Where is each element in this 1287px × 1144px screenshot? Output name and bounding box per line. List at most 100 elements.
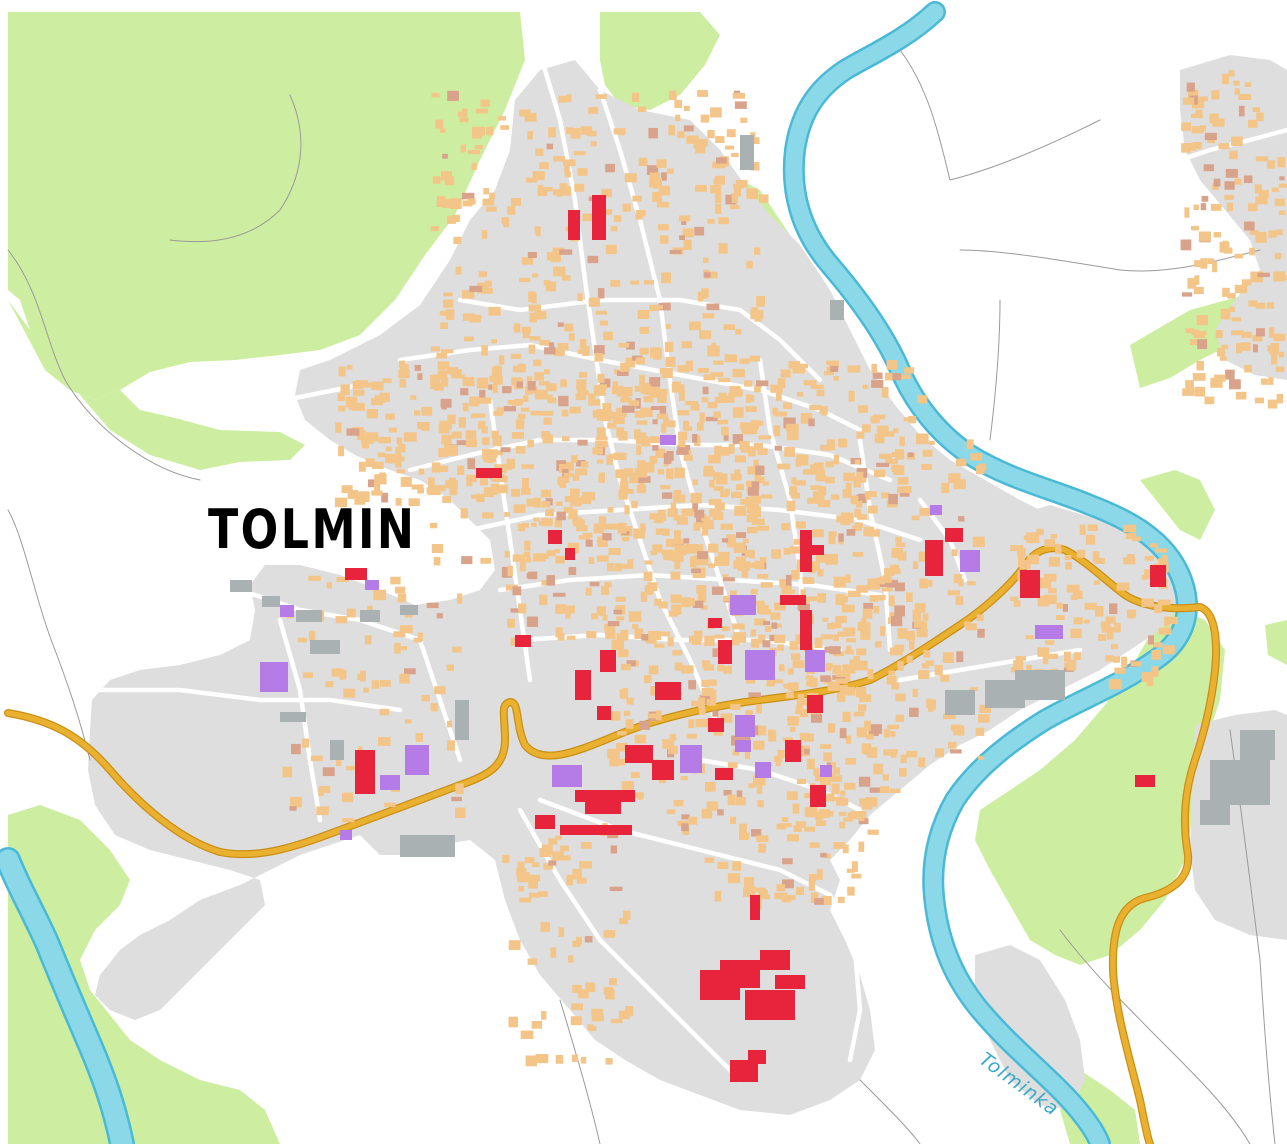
house bbox=[1191, 126, 1204, 134]
house bbox=[456, 440, 467, 446]
house bbox=[786, 574, 792, 586]
house bbox=[539, 848, 551, 857]
house bbox=[1010, 596, 1018, 602]
house bbox=[1194, 386, 1206, 397]
house bbox=[1048, 557, 1060, 567]
house bbox=[717, 558, 730, 566]
house bbox=[528, 879, 538, 889]
industrial-building bbox=[230, 580, 252, 592]
house bbox=[1236, 343, 1242, 354]
house bbox=[912, 688, 918, 698]
forest-areas bbox=[8, 12, 1287, 1144]
house bbox=[546, 252, 554, 261]
house bbox=[658, 601, 668, 609]
house bbox=[1257, 272, 1270, 278]
house bbox=[658, 631, 671, 636]
house bbox=[525, 557, 532, 563]
house bbox=[513, 504, 526, 513]
house bbox=[565, 610, 571, 619]
house bbox=[340, 384, 350, 396]
house bbox=[612, 417, 625, 424]
house bbox=[588, 196, 595, 201]
road bbox=[1207, 397, 1278, 703]
house bbox=[421, 422, 430, 431]
house bbox=[290, 796, 302, 808]
house bbox=[622, 387, 633, 397]
house bbox=[519, 897, 532, 903]
house bbox=[713, 411, 721, 419]
house bbox=[436, 352, 447, 359]
house bbox=[908, 416, 917, 424]
house bbox=[635, 214, 643, 220]
house bbox=[697, 551, 708, 560]
house bbox=[411, 484, 424, 490]
house bbox=[528, 571, 538, 580]
house bbox=[353, 390, 365, 396]
public-building bbox=[748, 1050, 766, 1064]
house bbox=[500, 125, 510, 130]
house bbox=[397, 593, 407, 603]
house bbox=[978, 714, 990, 723]
house bbox=[1204, 132, 1217, 141]
house bbox=[774, 892, 788, 900]
house bbox=[579, 861, 593, 869]
house bbox=[797, 694, 805, 705]
house bbox=[758, 843, 767, 853]
house bbox=[754, 471, 761, 482]
house bbox=[493, 437, 502, 444]
house bbox=[572, 475, 580, 481]
house bbox=[739, 832, 750, 840]
house bbox=[832, 665, 842, 675]
house bbox=[455, 783, 464, 795]
house bbox=[504, 511, 510, 517]
house bbox=[567, 955, 574, 963]
house bbox=[749, 355, 761, 362]
house bbox=[681, 219, 687, 226]
house bbox=[704, 272, 711, 278]
commercial-building bbox=[820, 765, 832, 777]
house bbox=[539, 594, 548, 606]
house bbox=[539, 162, 549, 170]
house bbox=[1198, 231, 1211, 242]
house bbox=[1093, 580, 1101, 585]
house bbox=[618, 128, 626, 136]
house bbox=[815, 475, 827, 482]
house bbox=[605, 244, 617, 255]
house bbox=[676, 516, 688, 525]
house bbox=[725, 194, 737, 205]
house bbox=[1187, 278, 1197, 289]
house bbox=[360, 382, 372, 388]
house bbox=[665, 356, 676, 368]
house bbox=[555, 501, 563, 506]
house bbox=[919, 507, 933, 516]
house bbox=[1037, 596, 1049, 607]
house bbox=[718, 243, 728, 254]
house bbox=[756, 704, 762, 714]
house bbox=[598, 384, 607, 390]
house bbox=[777, 749, 785, 758]
house bbox=[794, 480, 806, 486]
house bbox=[506, 458, 515, 469]
house bbox=[685, 400, 698, 406]
house bbox=[546, 550, 556, 557]
public-building bbox=[535, 815, 555, 829]
house bbox=[867, 668, 874, 680]
industrial-building bbox=[455, 700, 469, 740]
house bbox=[690, 403, 700, 411]
house bbox=[701, 688, 715, 697]
house bbox=[696, 516, 704, 523]
house bbox=[637, 106, 647, 112]
house bbox=[615, 469, 628, 479]
house bbox=[510, 488, 520, 497]
house bbox=[852, 525, 862, 531]
house bbox=[352, 402, 365, 411]
house bbox=[616, 407, 627, 417]
house bbox=[746, 562, 757, 568]
house bbox=[714, 634, 725, 639]
house bbox=[817, 486, 827, 496]
house bbox=[897, 486, 906, 493]
house bbox=[1064, 651, 1071, 662]
commercial-building bbox=[260, 662, 288, 692]
